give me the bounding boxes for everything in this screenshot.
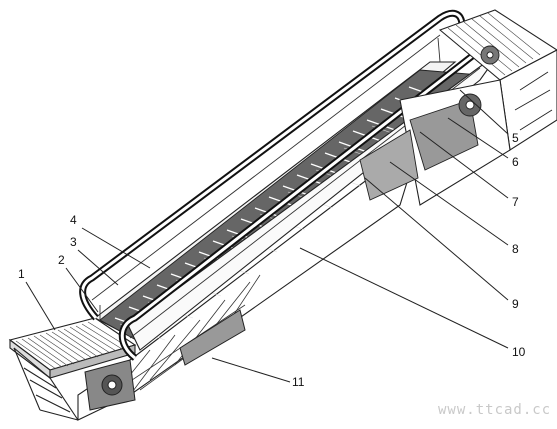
leader-9 — [364, 177, 509, 301]
callout-10: 10 — [512, 345, 526, 359]
callout-3: 3 — [70, 235, 77, 249]
leader-4 — [81, 227, 151, 269]
upper-machinery — [359, 45, 553, 201]
leader-5 — [459, 89, 509, 135]
lower-machinery — [84, 309, 246, 411]
watermark-text: www.ttcad.cc — [438, 402, 551, 418]
callout-11: 11 — [292, 375, 305, 389]
leader-7 — [419, 131, 509, 199]
callout-5: 5 — [512, 131, 519, 145]
lower-landing-grating — [15, 321, 129, 370]
leader-8 — [389, 161, 509, 246]
callout-labels: 1 2 3 4 5 6 7 8 9 10 11 — [18, 131, 526, 389]
callout-7: 7 — [512, 195, 519, 209]
leader-10 — [299, 247, 509, 349]
callout-4: 4 — [70, 213, 77, 227]
callout-9: 9 — [512, 297, 519, 311]
leader-2 — [65, 267, 99, 313]
leader-1 — [25, 281, 56, 331]
callout-1: 1 — [18, 267, 25, 281]
handrail-left — [79, 9, 466, 321]
callout-8: 8 — [512, 242, 519, 256]
callout-6: 6 — [512, 155, 519, 169]
leader-6 — [447, 117, 509, 159]
callout-2: 2 — [58, 253, 65, 267]
leader-lines — [25, 89, 509, 383]
lower-landing — [8, 317, 137, 380]
leader-11 — [211, 357, 291, 383]
leader-3 — [77, 249, 119, 286]
upper-landing — [438, 9, 557, 81]
lower-truss — [13, 347, 79, 421]
